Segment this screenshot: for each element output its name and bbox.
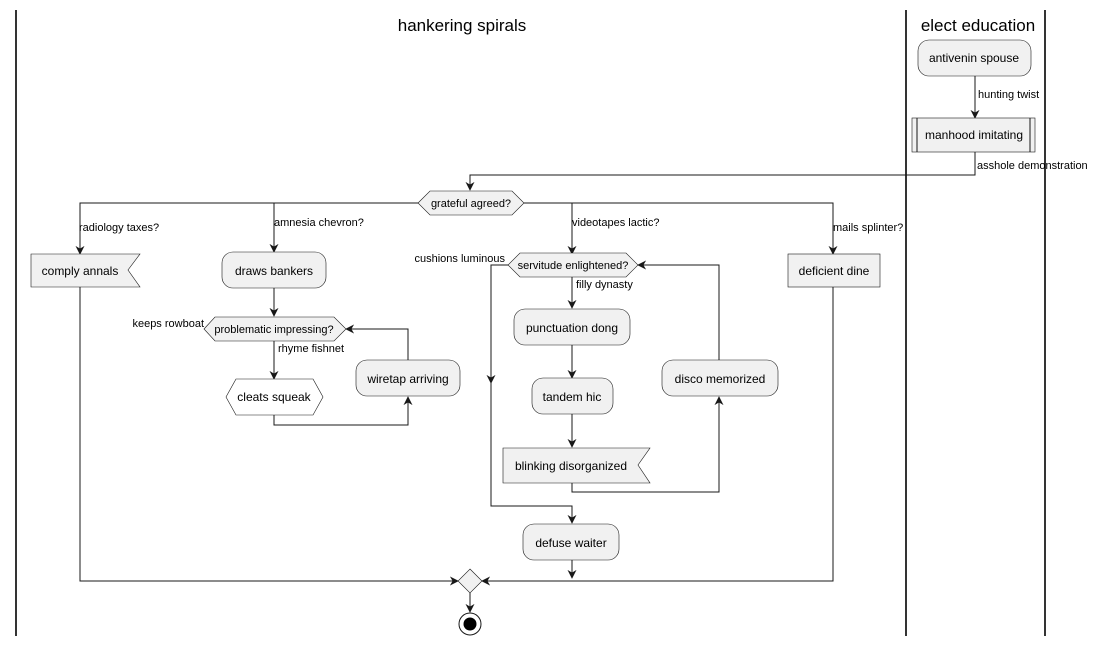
edge-cleats-to-wiretap [273,396,413,426]
edge-blinking-to-disco [571,396,724,493]
node-disco-memorized[interactable]: disco memorized [661,359,779,397]
node-disco-memorized-label: disco memorized [675,372,766,386]
edge-label-cushions-luminous: cushions luminous [415,253,506,265]
edge-label-filly-dynasty: filly dynasty [576,279,633,291]
edge-label-asshole-demonstration: asshole demonstration [977,160,1088,172]
node-manhood-imitating-label: manhood imitating [925,128,1023,142]
node-problematic-impressing-label: problematic impressing? [214,324,333,336]
node-antivenin-spouse[interactable]: antivenin spouse [917,39,1032,77]
node-punctuation-dong-label: punctuation dong [526,321,618,335]
node-blinking-disorganized[interactable]: blinking disorganized [502,447,651,484]
node-defuse-waiter[interactable]: defuse waiter [522,523,620,561]
node-draws-bankers[interactable]: draws bankers [221,251,327,289]
edge-branch-deficient [572,202,838,255]
edge-label-mails-splinter: mails splinter? [833,222,903,234]
node-cleats-squeak-label: cleats squeak [237,390,311,404]
node-deficient-dine-label: deficient dine [799,264,870,278]
lane-title-hankering-spirals: hankering spirals [398,16,527,35]
node-servitude-enlightened[interactable]: servitude enlightened? [507,252,639,278]
edge-comply-to-merge [79,287,459,586]
node-problematic-impressing[interactable]: problematic impressing? [203,316,347,342]
node-wiretap-arriving[interactable]: wiretap arriving [355,359,461,397]
edge-wiretap-to-problematic [345,324,409,360]
lane-title-elect-education: elect education [921,16,1035,35]
node-comply-annals[interactable]: comply annals [30,253,141,288]
node-deficient-dine[interactable]: deficient dine [787,253,881,288]
node-servitude-enlightened-label: servitude enlightened? [518,260,629,272]
edge-label-rhyme-fishnet: rhyme fishnet [278,343,344,355]
edge-label-radiology-taxes: radiology taxes? [79,222,159,234]
edge-label-videotapes-lactic: videotapes lactic? [572,217,659,229]
edge-branch-comply [75,202,418,255]
node-defuse-waiter-label: defuse waiter [535,536,606,550]
node-comply-annals-label: comply annals [42,264,119,278]
merge-node [457,568,483,594]
node-grateful-agreed-label: grateful agreed? [431,198,511,210]
node-tandem-hic-label: tandem hic [543,390,602,404]
edge-label-hunting-twist: hunting twist [978,89,1039,101]
node-draws-bankers-label: draws bankers [235,264,313,278]
node-cleats-squeak[interactable]: cleats squeak [225,378,324,416]
node-manhood-imitating[interactable]: manhood imitating [911,117,1036,153]
edge-label-keeps-rowboat: keeps rowboat [132,318,204,330]
node-blinking-disorganized-label: blinking disorganized [515,459,627,473]
node-punctuation-dong[interactable]: punctuation dong [513,308,631,346]
edge-disco-to-servitude [637,260,720,360]
node-tandem-hic[interactable]: tandem hic [531,377,614,415]
edge-deficient-to-merge [481,287,834,586]
stop-node [458,612,482,636]
node-wiretap-arriving-label: wiretap arriving [366,372,448,386]
node-antivenin-spouse-label: antivenin spouse [929,51,1019,65]
edge-manhood-to-grateful [465,152,976,191]
node-grateful-agreed[interactable]: grateful agreed? [417,190,525,216]
edge-servitude-exit [486,264,508,384]
edge-exit-to-defuse [490,383,577,524]
edge-branch-servitude [524,202,577,255]
edge-label-amnesia-chevron: amnesia chevron? [274,217,364,229]
